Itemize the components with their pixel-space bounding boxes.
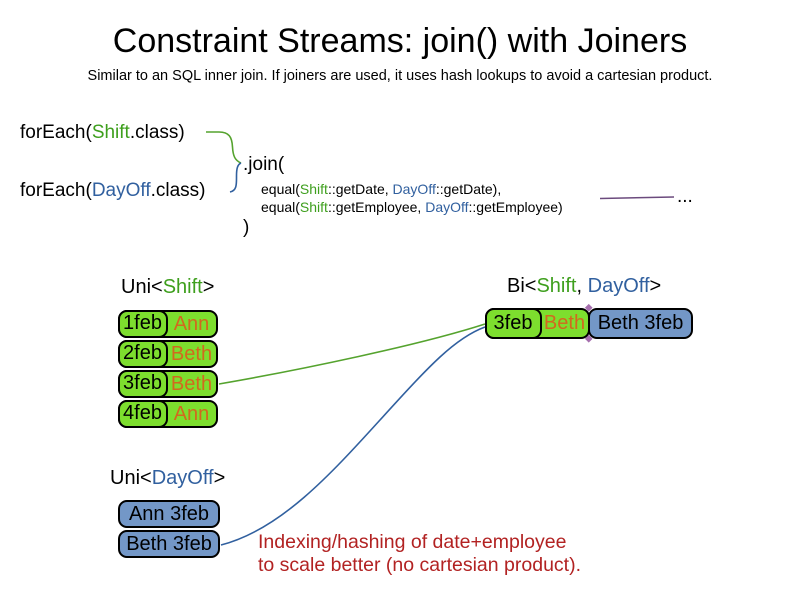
shift-type-token: Shift xyxy=(162,276,203,298)
join-open-line: .join( xyxy=(243,154,285,175)
joiner-getemployee-line: equal(Shift::getEmployee, DayOff::getEmp… xyxy=(261,199,563,215)
shift-employee-cell: Beth xyxy=(170,372,213,395)
bi-row-shift-part: 3feb Beth xyxy=(484,307,590,339)
code-text: equal( xyxy=(261,199,300,215)
shift-employee-cell: Ann xyxy=(173,402,210,425)
shift-date-cell: 3feb xyxy=(117,369,168,398)
foreach-dayoff-line: forEach(DayOff.class) xyxy=(20,180,206,202)
dayoff-row-beth-3feb: Beth 3feb xyxy=(118,530,220,558)
reference-line xyxy=(599,196,675,200)
foreach-shift-line: forEach(Shift.class) xyxy=(20,122,185,144)
code-text: .class) xyxy=(150,180,206,201)
shift-date-cell: 1feb xyxy=(117,309,168,338)
joiner-getdate-line: equal(Shift::getDate, DayOff::getDate), xyxy=(261,181,501,197)
dayoff-type-token: DayOff xyxy=(151,467,214,489)
header-text: , xyxy=(576,275,588,297)
header-text: Uni< xyxy=(110,467,152,489)
shift-row-2feb-beth: 2feb Beth xyxy=(117,339,218,368)
code-text: ::getEmployee) xyxy=(468,199,563,215)
brace-dayoff-segment xyxy=(229,162,242,193)
shift-row-1feb-ann: 1feb Ann xyxy=(117,309,218,338)
bi-shift-date-cell: 3feb xyxy=(484,307,542,339)
header-text: Bi< xyxy=(507,275,537,297)
dayoff-class-token: DayOff xyxy=(91,180,151,201)
uni-shift-header: Uni<Shift> xyxy=(121,276,214,299)
shift-date-cell: 2feb xyxy=(117,339,168,368)
header-text: > xyxy=(213,467,226,489)
shift-type-token: Shift xyxy=(536,275,577,297)
shift-class-token: Shift xyxy=(299,181,328,197)
code-text: forEach( xyxy=(20,180,92,201)
annotation-line-2: to scale better (no cartesian product). xyxy=(258,553,581,576)
shift-class-token: Shift xyxy=(91,122,130,143)
header-text: > xyxy=(202,276,215,298)
bi-header: Bi<Shift, DayOff> xyxy=(507,275,661,298)
dayoff-class-token: DayOff xyxy=(425,199,469,215)
code-text: ::getEmployee, xyxy=(327,199,426,215)
header-text: > xyxy=(649,275,662,297)
ellipsis: ... xyxy=(677,186,693,207)
shift-row-3feb-beth: 3feb Beth xyxy=(117,369,218,398)
uni-dayoff-header: Uni<DayOff> xyxy=(110,467,225,490)
shift-employee-cell: Ann xyxy=(173,312,210,335)
join-close-line: ) xyxy=(243,217,250,238)
dayoff-row-ann-3feb: Ann 3feb xyxy=(118,500,220,528)
shift-date-cell: 4feb xyxy=(117,399,168,428)
code-text: ::getDate), xyxy=(435,181,502,197)
bi-shift-employee-cell: Beth xyxy=(543,312,586,334)
code-text: forEach( xyxy=(20,122,92,143)
shift-class-token: Shift xyxy=(299,199,328,215)
shift-row-4feb-ann: 4feb Ann xyxy=(117,399,218,428)
shift-employee-cell: Beth xyxy=(170,342,213,365)
annotation-text: Indexing/hashing of date+employee to sca… xyxy=(258,531,581,576)
code-text: equal( xyxy=(261,181,300,197)
code-text: ::getDate, xyxy=(327,181,393,197)
dayoff-to-bi-connector xyxy=(220,326,486,546)
shift-to-bi-connector xyxy=(218,323,486,385)
code-text: .class) xyxy=(129,122,185,143)
dayoff-class-token: DayOff xyxy=(392,181,436,197)
annotation-line-1: Indexing/hashing of date+employee xyxy=(258,531,567,553)
bi-row-dayoff-part: Beth 3feb xyxy=(588,308,693,339)
page-title: Constraint Streams: join() with Joiners xyxy=(112,22,688,60)
header-text: Uni< xyxy=(121,276,163,298)
subtitle: Similar to an SQL inner join. If joiners… xyxy=(87,68,713,84)
dayoff-type-token: DayOff xyxy=(587,275,650,297)
brace-shift-segment xyxy=(206,131,242,164)
